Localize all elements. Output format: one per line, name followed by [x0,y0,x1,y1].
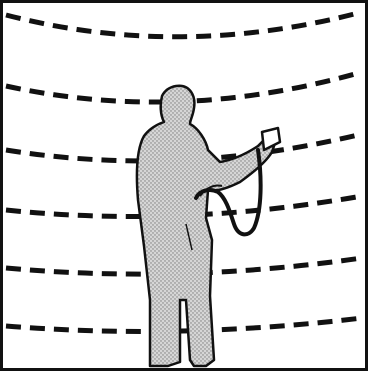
field-line-1 [6,12,362,37]
meter-icon [262,128,280,150]
field-line-6 [6,318,362,331]
